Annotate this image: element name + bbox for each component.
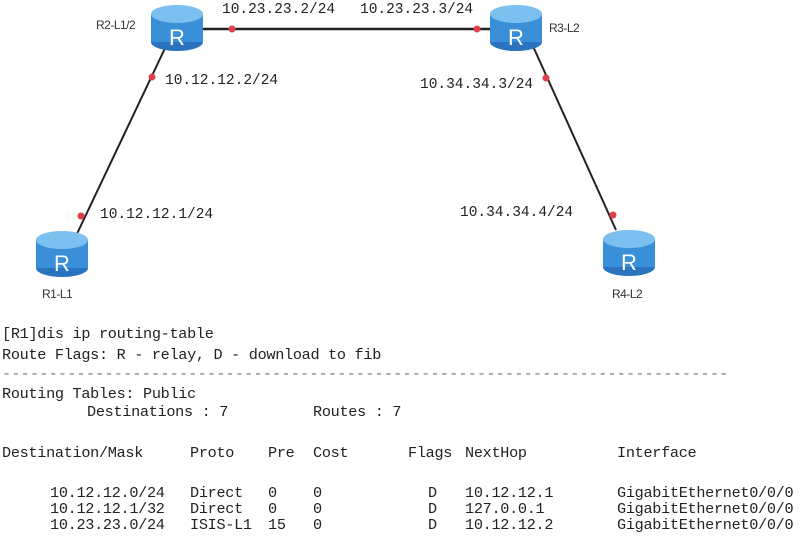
cell-cost: 0 [313, 516, 322, 534]
cell-nexthop: 10.12.12.2 [465, 516, 554, 534]
router-r3[interactable]: R [489, 4, 543, 52]
svg-text:R: R [508, 25, 524, 50]
svg-text:R: R [621, 250, 637, 275]
header-interface: Interface [617, 444, 697, 462]
cell-proto: Direct [190, 500, 243, 518]
cli-routes: Routes : 7 [313, 403, 402, 421]
ip-label: 10.34.34.4/24 [460, 205, 574, 221]
cell-flags: D [428, 484, 437, 502]
ip-label: 10.23.23.2/24 [222, 2, 336, 18]
router-r4[interactable]: R [602, 229, 656, 277]
cell-proto: ISIS-L1 [190, 516, 252, 534]
cell-flags: D [428, 500, 437, 518]
router-label-r2: R2-L1/2 [96, 18, 136, 32]
router-label-r3: R3-L2 [549, 21, 580, 35]
topology-links [74, 25, 617, 239]
cli-destinations: Destinations : 7 [87, 403, 229, 421]
cell-pre: 0 [268, 484, 277, 502]
cell-pre: 0 [268, 500, 277, 518]
header-flags: Flags [408, 444, 453, 462]
ip-label: 10.12.12.1/24 [100, 207, 214, 223]
cell-interface: GigabitEthernet0/0/0 [617, 516, 794, 534]
cell-destination: 10.23.23.0/24 [50, 516, 165, 534]
header-pre: Pre [268, 444, 295, 462]
port-dot [228, 25, 236, 33]
link-r3-r4 [531, 43, 617, 231]
cell-nexthop: 127.0.0.1 [465, 500, 545, 518]
header-nexthop: NextHop [465, 444, 527, 462]
header-destination: Destination/Mask [2, 444, 144, 462]
router-label-r1: R1-L1 [42, 287, 73, 301]
ip-label: 10.12.12.2/24 [165, 73, 279, 89]
cell-destination: 10.12.12.1/32 [50, 500, 165, 518]
port-dot [77, 212, 85, 220]
ip-label: 10.23.23.3/24 [360, 2, 474, 18]
cli-separator: ----------------------------------------… [2, 365, 729, 383]
cell-flags: D [428, 516, 437, 534]
cell-cost: 0 [313, 500, 322, 518]
svg-text:R: R [169, 25, 185, 50]
port-dot [542, 74, 550, 82]
cli-flags-legend: Route Flags: R - relay, D - download to … [2, 346, 382, 364]
router-icon: R [490, 5, 542, 51]
header-proto: Proto [190, 444, 235, 462]
cli-table-name: Routing Tables: Public [2, 385, 196, 403]
router-r1[interactable]: R [35, 230, 89, 278]
router-label-r4: R4-L2 [612, 287, 643, 301]
cli-command: [R1]dis ip routing-table [2, 325, 214, 343]
port-dot [148, 73, 156, 81]
port-dot [609, 211, 617, 219]
router-icon: R [151, 5, 203, 51]
header-cost: Cost [313, 444, 349, 462]
cell-interface: GigabitEthernet0/0/0 [617, 500, 794, 518]
cell-destination: 10.12.12.0/24 [50, 484, 165, 502]
port-dot [473, 25, 481, 33]
router-r2[interactable]: R [150, 4, 204, 52]
ip-label: 10.34.34.3/24 [420, 77, 534, 93]
cell-proto: Direct [190, 484, 243, 502]
cell-pre: 15 [268, 516, 286, 534]
svg-text:R: R [54, 251, 70, 276]
cell-interface: GigabitEthernet0/0/0 [617, 484, 794, 502]
router-icon: R [603, 230, 655, 276]
cell-nexthop: 10.12.12.1 [465, 484, 554, 502]
cell-cost: 0 [313, 484, 322, 502]
router-icon: R [36, 231, 88, 277]
